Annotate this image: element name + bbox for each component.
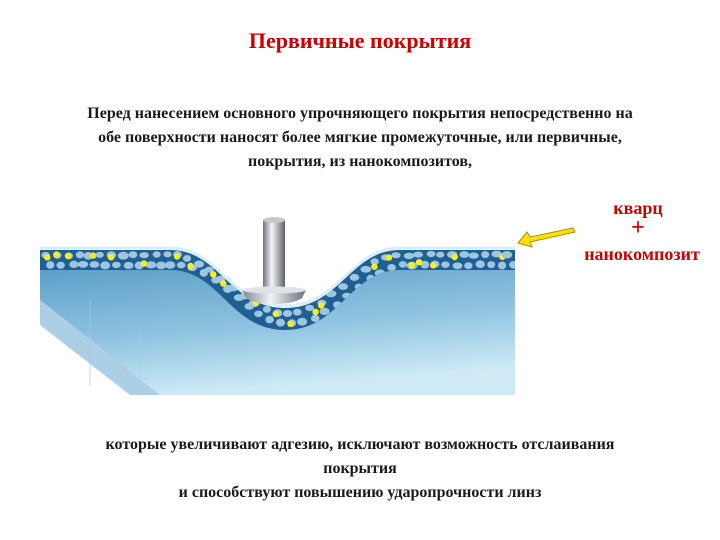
nanoparticle xyxy=(360,265,372,273)
quartz-particle xyxy=(430,262,437,269)
quartz-particle xyxy=(187,262,194,270)
nanoparticle xyxy=(89,261,100,268)
nanoparticle xyxy=(413,251,423,258)
nanoparticle xyxy=(69,260,79,268)
nanoparticle xyxy=(297,317,308,326)
intro-line-2: обе поверхности наносят более мягкие про… xyxy=(98,129,622,146)
quartz-particle xyxy=(287,320,294,327)
outro-line-3: и способствуют повышению ударопрочности … xyxy=(178,484,542,501)
quartz-particle xyxy=(44,254,51,261)
quartz-particle xyxy=(415,259,423,266)
nanoparticle xyxy=(182,255,192,262)
quartz-particle xyxy=(173,253,181,260)
nanoparticle xyxy=(275,318,286,327)
nanoparticle xyxy=(498,261,507,270)
nanoparticle xyxy=(123,261,134,270)
nanoparticle xyxy=(176,261,186,269)
nanoparticle xyxy=(370,258,379,265)
nanoparticle xyxy=(491,250,502,258)
outro-line-2: покрытия xyxy=(323,460,397,477)
page-title: Первичные покрытия xyxy=(248,28,472,53)
quartz-particle xyxy=(107,254,115,261)
nanoparticle xyxy=(83,252,93,260)
nanoparticle xyxy=(265,315,274,324)
nanoparticle xyxy=(305,304,315,312)
nanoparticle xyxy=(509,261,515,269)
nanoparticle xyxy=(349,273,360,281)
nanoparticle xyxy=(145,261,157,269)
nanoparticle xyxy=(501,251,513,259)
quartz-particle xyxy=(385,254,393,261)
nanoparticle xyxy=(100,261,111,270)
nanoparticle xyxy=(193,260,205,268)
press-head xyxy=(242,290,306,304)
press-stem xyxy=(263,220,285,290)
quartz-particle xyxy=(451,253,458,261)
nanoparticle xyxy=(426,250,436,258)
quartz-particle xyxy=(318,302,325,309)
nanoparticle xyxy=(56,261,65,269)
nanoparticle xyxy=(152,251,161,258)
nanoparticle xyxy=(481,251,490,259)
nanoparticle xyxy=(420,260,430,269)
nanoparticle xyxy=(75,251,85,259)
nanoparticle xyxy=(117,251,129,260)
nanoparticle xyxy=(112,261,121,269)
nanoparticle xyxy=(452,262,463,270)
nanoparticle xyxy=(262,305,271,313)
top-coat-surface xyxy=(40,246,515,308)
quartz-label: кварц xyxy=(613,198,663,218)
quartz-particle xyxy=(210,271,217,278)
nanoparticle xyxy=(128,251,138,259)
nanoparticle xyxy=(254,310,263,317)
intro-line-3: покрытия, из нанокомпозитов, xyxy=(247,153,472,170)
plus-sign: + xyxy=(631,215,645,241)
label-arrow xyxy=(517,227,576,248)
lens-substrate xyxy=(40,268,515,395)
nanoparticle xyxy=(398,261,407,268)
primary-coating-layer xyxy=(40,250,515,330)
nanoparticle xyxy=(387,264,396,272)
quartz-particle xyxy=(272,310,279,318)
intro-text: Перед нанесением основного упрочняющего … xyxy=(14,102,706,174)
nanoparticle xyxy=(156,261,167,270)
nanoparticle xyxy=(403,252,415,260)
nanoparticle xyxy=(139,252,149,259)
nanoparticle xyxy=(46,261,55,269)
nanoparticle xyxy=(319,307,330,315)
nanoparticle xyxy=(163,251,172,258)
outro-line-1: которые увеличивают адгезию, исключают в… xyxy=(105,436,615,453)
nanoparticle xyxy=(441,261,450,268)
nanoparticle xyxy=(77,260,89,268)
nanoparticle xyxy=(95,251,104,258)
quartz-particle xyxy=(220,280,227,287)
nanoparticle xyxy=(475,260,485,268)
intro-line-1: Перед нанесением основного упрочняющего … xyxy=(87,105,633,122)
nanoparticle xyxy=(293,308,302,316)
nanoparticle xyxy=(282,310,293,317)
nanoparticle xyxy=(310,314,320,322)
nanoparticle xyxy=(164,261,176,269)
nanoparticle xyxy=(338,283,348,290)
coating-diagram xyxy=(40,217,576,395)
quartz-particle xyxy=(90,252,97,259)
quartz-particle xyxy=(53,251,60,258)
nanoparticle xyxy=(468,252,479,259)
press-head-top xyxy=(242,286,306,294)
nanoparticle xyxy=(459,251,470,258)
outro-text: которые увеличивают адгезию, исключают в… xyxy=(14,433,706,505)
quartz-particle xyxy=(408,261,415,269)
quartz-particle xyxy=(65,252,72,260)
nanoparticle xyxy=(436,251,445,258)
nanoparticle xyxy=(487,261,496,269)
lens-edge-shadow xyxy=(40,300,160,395)
nanocomposite-label: нанокомпозит xyxy=(584,244,700,264)
quartz-particle xyxy=(140,260,148,267)
nanoparticle xyxy=(204,266,214,273)
press-stem-top xyxy=(263,217,285,223)
quartz-particle xyxy=(371,263,378,270)
nanoparticle xyxy=(464,262,473,270)
nanoparticle xyxy=(391,252,401,259)
quartz-particle xyxy=(312,308,319,316)
